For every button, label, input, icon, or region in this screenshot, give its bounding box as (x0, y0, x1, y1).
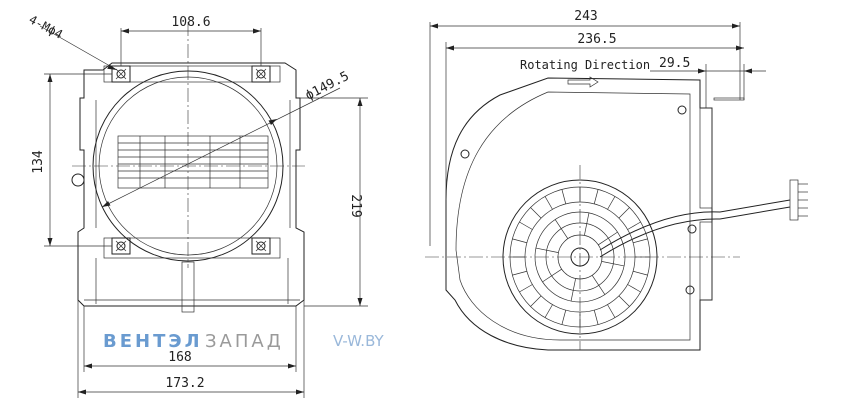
right-housing-outline (445, 77, 713, 351)
side-knob (71, 173, 85, 187)
rotating-direction-arrow (567, 76, 599, 88)
rotor-rib (598, 231, 618, 246)
dim-173-label: 173.2 (165, 376, 204, 391)
screw-2 (677, 105, 687, 115)
outlet-lip (713, 97, 745, 101)
power-cable (599, 199, 791, 251)
rotor-spoke (618, 207, 630, 219)
rotor-spoke (561, 189, 567, 204)
screw-4 (685, 285, 695, 295)
holes-note-label: 4-Mϕ4 (27, 12, 65, 41)
rotor-rib (570, 278, 576, 302)
rotor-spoke (607, 196, 616, 210)
rotor-spoke (618, 295, 630, 307)
rotor-spoke (519, 221, 533, 230)
dim-diameter: ϕ149.5 (101, 69, 352, 208)
rotor-spoke (561, 310, 567, 325)
rotor-rib (591, 275, 606, 295)
screw-1 (460, 149, 470, 159)
dim-108-label: 108.6 (171, 15, 210, 30)
rotating-direction: Rotating Direction (520, 58, 650, 88)
dim-outlet-29: 29.5 (650, 56, 766, 108)
dim-29-label: 29.5 (659, 56, 690, 71)
dim-total-height: 219 (300, 97, 368, 307)
bottom-flange (103, 237, 281, 259)
rotor-spoke (633, 238, 648, 244)
dim-168-label: 168 (168, 350, 191, 365)
dim-243-label: 243 (574, 9, 597, 24)
rotor-spoke (544, 304, 553, 318)
left-view: 108.6 134 219 ϕ149.5 4-Mϕ4 (27, 12, 368, 398)
dim-diameter-label: ϕ149.5 (303, 69, 352, 104)
outlet-flange-top (699, 107, 713, 209)
right-housing-inner (455, 91, 691, 341)
rotor-spoke (627, 221, 641, 230)
rotor-spoke (519, 284, 533, 293)
watermark-site: V-W.BY (333, 332, 385, 350)
left-housing-outline (77, 62, 305, 307)
rotating-direction-label: Rotating Direction (520, 58, 650, 72)
rotor-rib (542, 268, 562, 283)
dim-236-label: 236.5 (577, 32, 616, 47)
hole-top-right (251, 65, 271, 83)
dim-inner-236: 236.5 (445, 32, 744, 200)
dim-134-label: 134 (31, 150, 46, 174)
rotor-spoke (633, 270, 648, 276)
rotor-spoke (593, 310, 599, 325)
watermark-brand-part1: ВЕНТЭЛ (103, 331, 203, 352)
connector (789, 179, 799, 221)
rotor-rib (535, 247, 559, 253)
hole-bottom-left (111, 237, 131, 255)
dim-width-168: 168 (83, 306, 297, 372)
rotor-spoke (530, 207, 542, 219)
watermark-brand-part2: ЗАПАД (205, 331, 284, 352)
outlet-flange-bottom (699, 221, 713, 301)
right-view: 243 236.5 29.5 Rotating Direction (425, 9, 808, 351)
motor-shaft (181, 261, 195, 313)
rotor-rib (584, 212, 590, 236)
watermark: ВЕНТЭЛ ЗАПАД V-W.BY (103, 331, 385, 352)
dim-holes-note: 4-Mϕ4 (27, 12, 118, 71)
dim-overall-243: 243 (429, 9, 741, 246)
hole-bottom-right (251, 237, 271, 255)
rotor-spoke (512, 238, 527, 244)
rotor-spoke (627, 284, 641, 293)
dim-219-label: 219 (348, 194, 363, 217)
impeller-blades (117, 135, 269, 189)
screw-3 (687, 224, 697, 234)
rotor-spoke (512, 270, 527, 276)
rotor-spoke (607, 304, 616, 318)
rotor-spoke (544, 196, 553, 210)
rotor-rib (601, 261, 625, 267)
rotor-spoke (593, 189, 599, 204)
power-cable-edge (599, 206, 791, 258)
dim-height-134: 134 (31, 73, 112, 247)
dim-width-173: 173.2 (77, 300, 305, 398)
rotor-rib (554, 219, 569, 239)
dim-hole-spacing: 108.6 (120, 15, 262, 66)
rotor-spoke (530, 295, 542, 307)
